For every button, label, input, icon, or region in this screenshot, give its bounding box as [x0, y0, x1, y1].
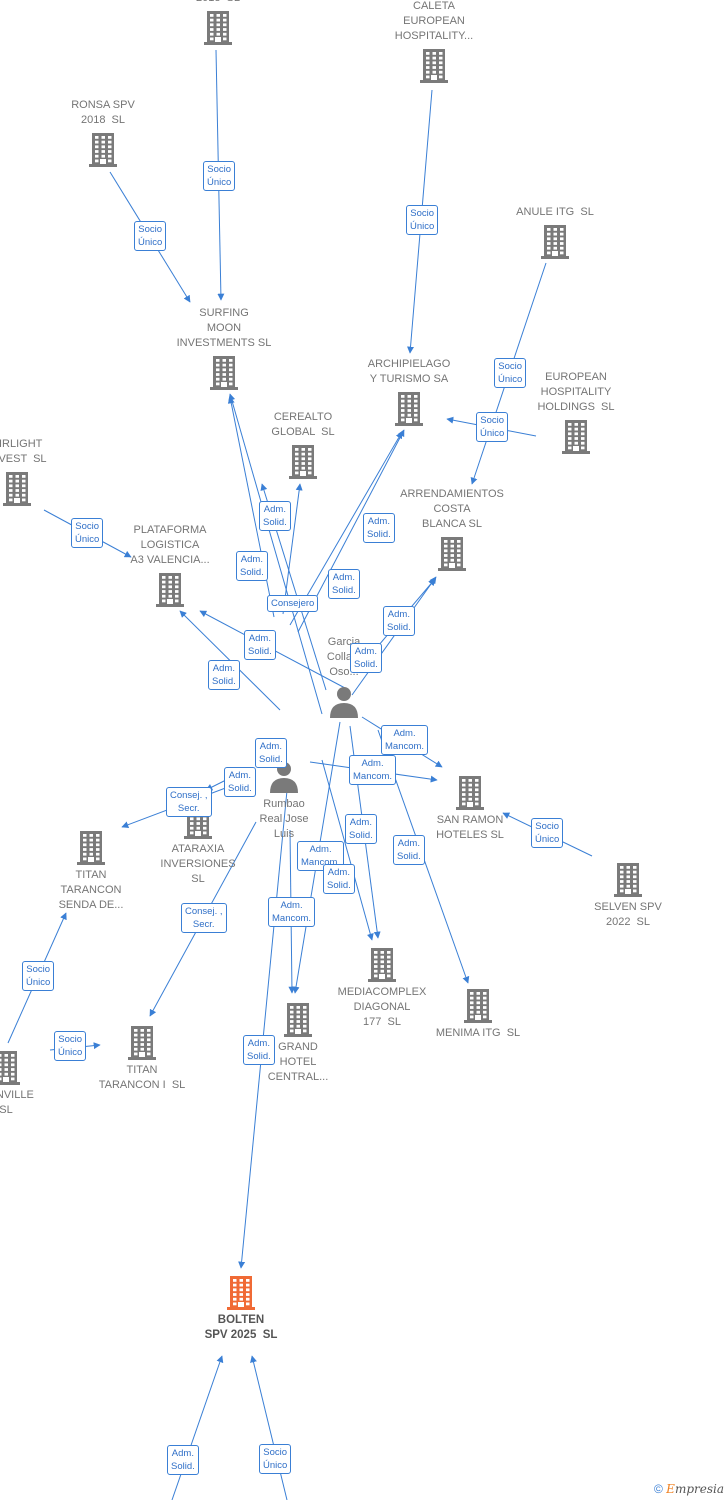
building-icon	[227, 1276, 255, 1310]
building-icon	[128, 1026, 156, 1060]
building-icon	[456, 776, 484, 810]
node-label: MEDIACOMPLEX DIAGONAL 177 SL	[337, 986, 427, 1028]
node-label: CALETA EUROPEAN HOSPITALITY...	[394, 0, 474, 42]
edge-label[interactable]: Adm. Solid.	[259, 501, 291, 531]
building-icon	[77, 831, 105, 865]
building-icon	[156, 573, 184, 607]
building-icon	[3, 472, 31, 506]
building-icon	[438, 537, 466, 571]
edge-label[interactable]: Adm. Mancom.	[297, 841, 345, 871]
building-icon	[284, 1003, 312, 1037]
building-icon	[210, 356, 238, 390]
edge-label[interactable]: Adm. Mancom.	[268, 897, 316, 927]
edge-8	[289, 431, 403, 626]
edge-label[interactable]: Adm. Solid.	[328, 569, 360, 599]
node-label: ARRENDAMIENTOS COSTA BLANCA SL	[400, 488, 504, 530]
node-label: AIRLIGHT INVEST SL	[0, 438, 47, 465]
edge-29	[238, 779, 289, 1269]
node-label: TITAN TARANCON SENDA DE...	[58, 869, 124, 911]
node-label: SURFING MOON INVESTMENTS SL	[176, 307, 272, 349]
building-icon	[289, 445, 317, 479]
node-label: ...ONVILLE SL	[0, 1089, 34, 1116]
building-icon	[368, 948, 396, 982]
edge-label[interactable]: Socio Único	[259, 1444, 292, 1474]
edge-label[interactable]: Adm. Mancom.	[381, 725, 429, 755]
brand-name: mpresia	[674, 1482, 724, 1496]
node-label: SELVEN SPV 2022 SL	[594, 901, 662, 928]
edge-label[interactable]: Consejero	[267, 595, 319, 612]
edge-15	[228, 393, 323, 715]
node-label: ATARAXIA INVERSIONES SL	[160, 843, 236, 885]
edge-label[interactable]: Adm. Solid.	[224, 767, 256, 797]
edge-11	[351, 576, 437, 696]
node-label: GRAND HOTEL CENTRAL...	[267, 1041, 329, 1083]
building-icon	[464, 989, 492, 1023]
node-label: BOLTEN SPV 2025 SL	[204, 1314, 278, 1341]
edge-label[interactable]: Adm. Solid.	[350, 643, 382, 673]
edge-24	[321, 759, 374, 941]
edge-label[interactable]: Socio Único	[54, 1031, 87, 1061]
person-icon	[330, 687, 358, 718]
edge-label[interactable]: Adm. Solid.	[167, 1445, 199, 1475]
building-icon	[420, 49, 448, 83]
edge-label[interactable]: Socio Único	[134, 221, 167, 251]
edge-label[interactable]: Adm. Solid.	[236, 551, 268, 581]
edge-label[interactable]: Adm. Solid.	[244, 630, 276, 660]
edge-label[interactable]: Socio Único	[531, 818, 564, 848]
edge-label[interactable]: Socio Único	[22, 961, 55, 991]
edge-label[interactable]: Consej. , Secr.	[166, 787, 212, 817]
footer-brand[interactable]: © Empresia	[654, 1482, 724, 1496]
node-label: Rumbao Real Jose Luis	[259, 798, 309, 840]
edge-label[interactable]: Socio Único	[71, 518, 104, 548]
node-label: TITAN TARANCON I SL	[98, 1064, 186, 1091]
building-icon	[204, 11, 232, 45]
edge-label[interactable]: Socio Único	[203, 161, 236, 191]
node-label: ARCHIPIELAGO Y TURISMO SA	[367, 358, 451, 385]
edge-label[interactable]: Socio Único	[494, 358, 527, 388]
edge-label[interactable]: Adm. Solid.	[323, 864, 355, 894]
node-label: PLATAFORMA LOGISTICA A3 VALENCIA...	[130, 524, 210, 566]
building-icon	[541, 225, 569, 259]
node-label: ANULE ITG SL	[516, 206, 594, 218]
edge-6	[282, 483, 303, 615]
edge-label[interactable]: Adm. Solid.	[363, 513, 395, 543]
node-label: EUROPEAN HOSPITALITY HOLDINGS SL	[537, 371, 615, 413]
edge-label[interactable]: Adm. Mancom.	[349, 755, 397, 785]
edge-30	[171, 1355, 224, 1500]
edge-label[interactable]: Adm. Solid.	[393, 835, 425, 865]
edge-label[interactable]: Consej. , Secr.	[181, 903, 227, 933]
edge-31	[250, 1355, 288, 1500]
node-label: SAN RAMON HOTELES SL	[436, 814, 504, 841]
building-icon	[614, 863, 642, 897]
edge-label[interactable]: Socio Único	[476, 412, 509, 442]
edge-label[interactable]: Adm. Solid.	[255, 738, 287, 768]
building-icon	[89, 133, 117, 167]
edge-label[interactable]: Adm. Solid.	[208, 660, 240, 690]
copyright-symbol: ©	[653, 1482, 663, 1496]
edge-label[interactable]: Socio Único	[406, 205, 439, 235]
node-label: CEREALTO GLOBAL SL	[271, 411, 335, 438]
edge-label[interactable]: Adm. Solid.	[243, 1035, 275, 1065]
edge-label[interactable]: Adm. Solid.	[383, 606, 415, 636]
building-icon	[0, 1051, 20, 1085]
node-label: 2018 SL	[138, 0, 298, 6]
building-icon	[562, 420, 590, 454]
edge-label[interactable]: Adm. Solid.	[345, 814, 377, 844]
node-label: MENIMA ITG SL	[435, 1027, 521, 1039]
brand-e: E	[666, 1482, 675, 1496]
building-icon	[395, 392, 423, 426]
node-label: RONSA SPV 2018 SL	[71, 99, 135, 126]
